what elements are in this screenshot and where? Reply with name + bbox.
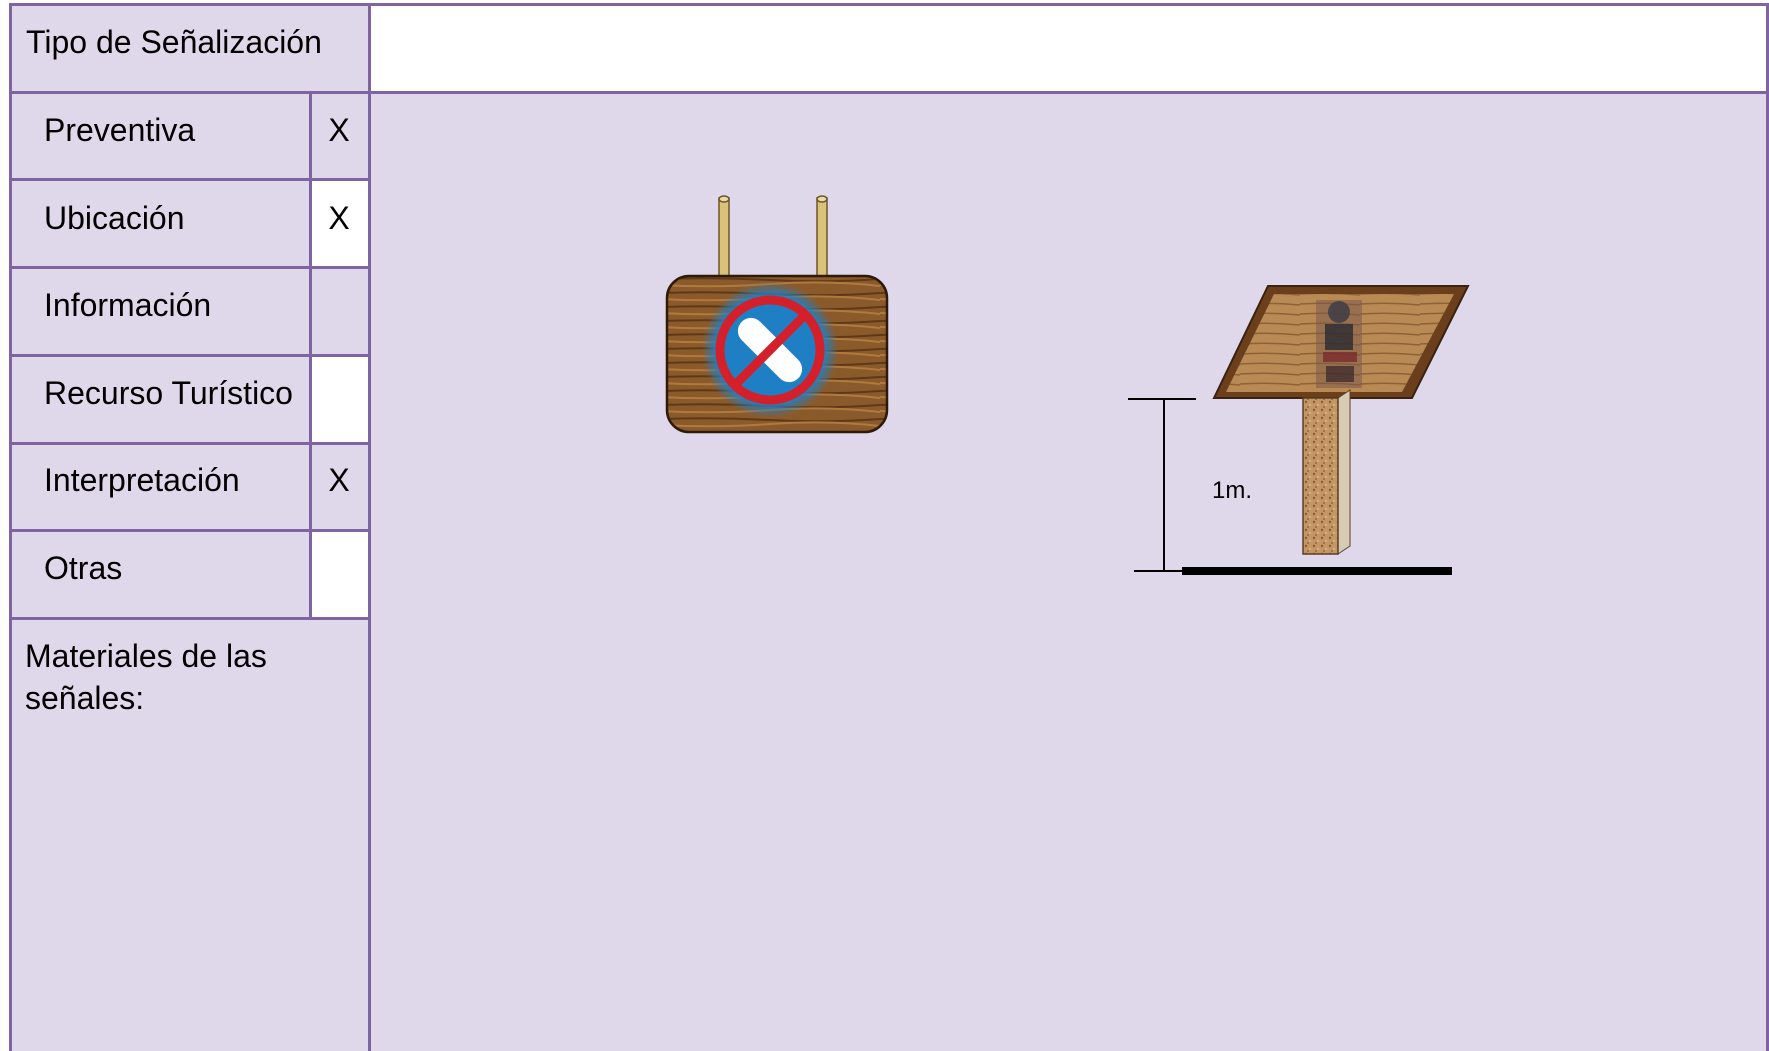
interpretive-figure-icon [1316, 300, 1362, 388]
sign-type-label-otras: Otras [44, 548, 122, 588]
right-post [817, 198, 827, 280]
row-divider-2 [9, 266, 369, 269]
hanging-sign-illustration [660, 192, 892, 436]
sign-type-label-informacion: Información [44, 285, 211, 325]
header-bottom-border [9, 91, 1769, 94]
height-dimension-label: 1m. [1212, 477, 1252, 504]
sign-type-mark-preventiva: X [311, 110, 367, 150]
ground-line [1182, 567, 1452, 575]
sign-type-label-preventiva: Preventiva [44, 110, 195, 150]
mark-cell-recurso [310, 356, 368, 443]
row-divider-3 [9, 354, 369, 357]
row-divider-5 [9, 529, 369, 532]
mark-column-divider [309, 92, 312, 619]
sign-type-label-interpretacion: Interpretación [44, 460, 240, 500]
lectern-post [1303, 398, 1338, 554]
mark-cell-otras [310, 531, 368, 619]
mark-cell-informacion [310, 267, 368, 356]
materials-label: Materiales de las señales: [25, 635, 325, 719]
illustration-cell [370, 93, 1768, 1051]
sign-type-mark-interpretacion: X [311, 460, 367, 500]
sign-type-mark-ubicacion: X [311, 198, 367, 238]
no-pills-prohibition-icon [702, 282, 838, 418]
header-label: Tipo de Señalización [26, 22, 322, 62]
left-post [719, 198, 729, 280]
table-top-border [9, 3, 1769, 6]
lectern-post-side [1338, 390, 1350, 554]
row-divider-4 [9, 442, 369, 445]
row-divider-1 [9, 178, 369, 181]
row-divider-6 [9, 617, 369, 620]
header-value-cell [370, 4, 1768, 93]
sign-type-label-recurso-turistico: Recurso Turístico [44, 373, 293, 413]
label-column-divider [368, 3, 371, 1051]
lectern-sign-illustration: 1m. [1120, 280, 1480, 590]
table-left-border [9, 3, 12, 1051]
sign-type-label-ubicacion: Ubicación [44, 198, 185, 238]
